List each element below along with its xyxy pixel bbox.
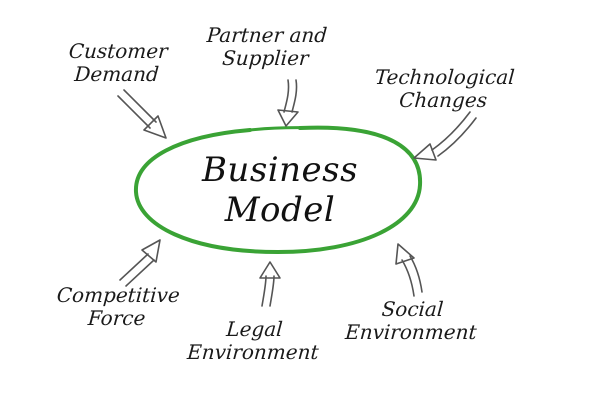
social-environment-line-1: Social — [380, 297, 445, 321]
legal-environment-line-2: Environment — [186, 340, 320, 364]
arrow-legal-environment — [259, 261, 281, 307]
social-environment-line-2: Environment — [344, 320, 478, 344]
title-line-2: Model — [224, 190, 336, 230]
factor-partner-supplier: Partner and Supplier — [204, 23, 329, 70]
business-model-title: Business Model — [150, 150, 410, 230]
business-model-ellipse — [133, 125, 423, 255]
title-line-1: Business — [201, 150, 359, 190]
partner-supplier-line-1: Partner and — [206, 23, 329, 47]
factor-legal-environment: Legal Environment — [186, 317, 321, 364]
arrow-customer-demand — [117, 89, 167, 139]
arrow-competitive-force — [119, 239, 161, 287]
arrow-social-environment — [395, 243, 423, 297]
technological-changes-line-2: Changes — [398, 88, 488, 112]
factor-technological-changes: Technological Changes — [372, 65, 516, 112]
legal-environment-line-1: Legal — [225, 317, 284, 341]
customer-demand-line-1: Customer — [68, 39, 169, 63]
competitive-force-line-2: Force — [87, 306, 147, 330]
arrow-technological-changes — [413, 111, 477, 161]
factor-customer-demand: Customer Demand — [66, 39, 169, 86]
competitive-force-line-1: Competitive — [56, 283, 181, 307]
partner-supplier-line-2: Supplier — [221, 46, 310, 70]
technological-changes-line-1: Technological — [374, 65, 516, 89]
arrow-partner-supplier — [277, 79, 299, 127]
customer-demand-line-2: Demand — [73, 62, 160, 86]
factor-competitive-force: Competitive Force — [54, 283, 181, 330]
factor-social-environment: Social Environment — [344, 297, 479, 344]
